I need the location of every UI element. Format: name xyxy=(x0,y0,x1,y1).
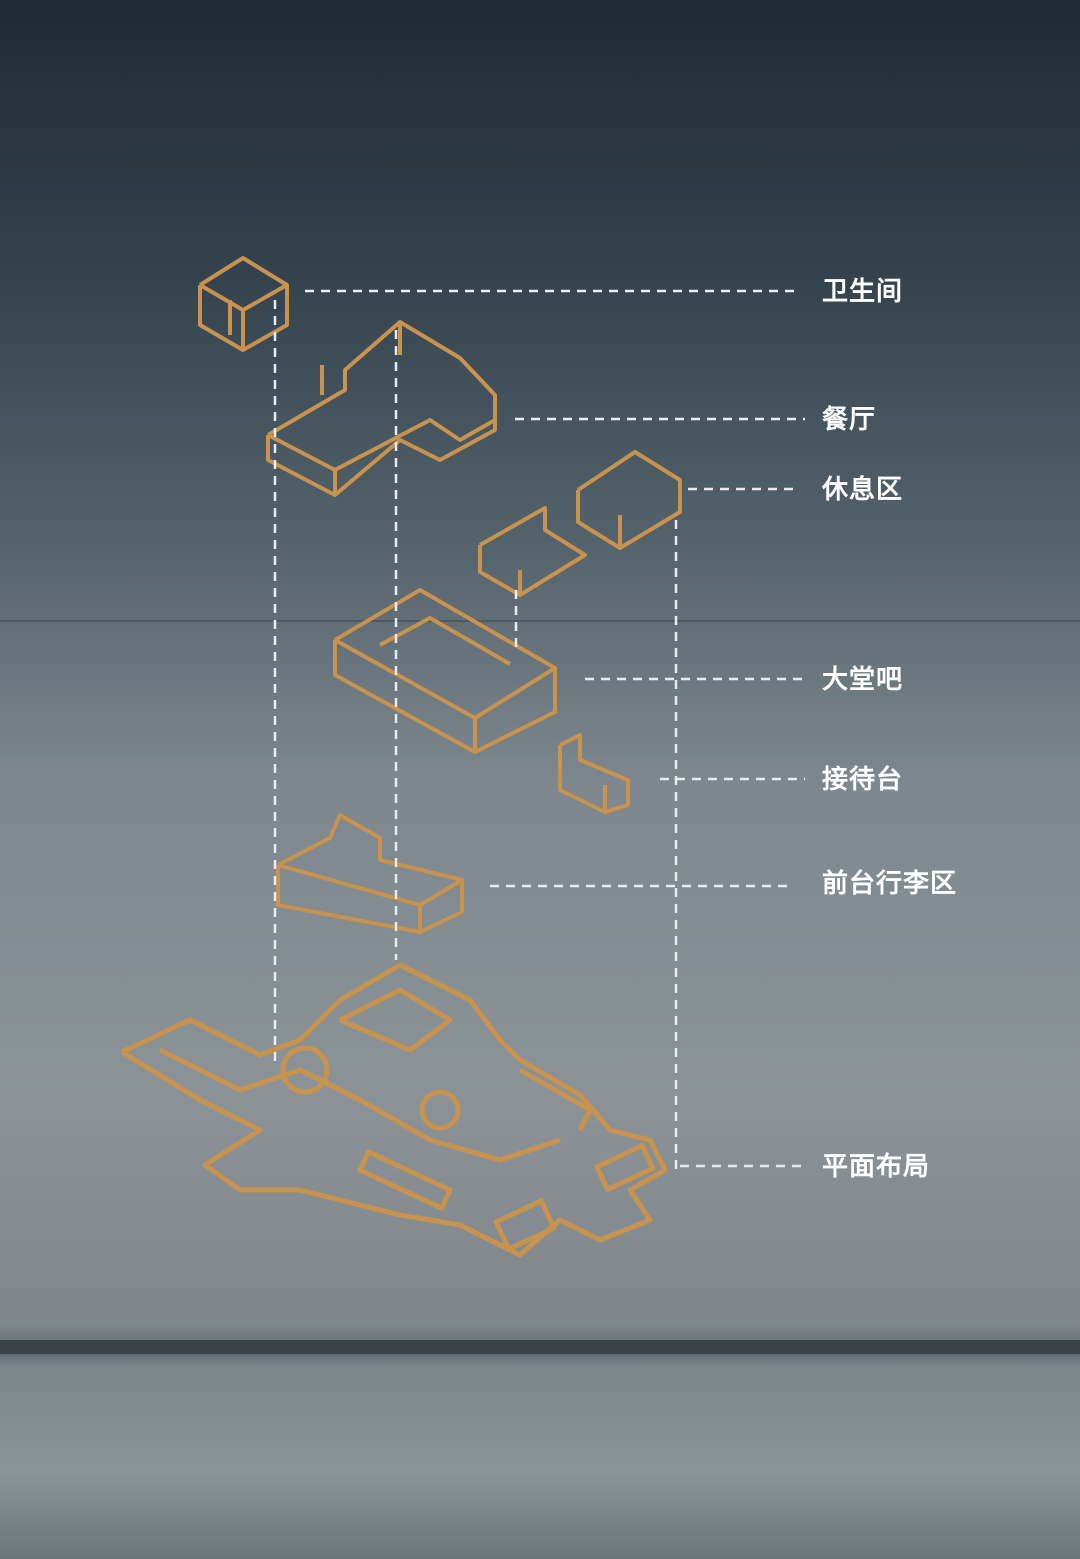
front-desk-luggage-volume xyxy=(276,813,464,934)
label-lobby-bar: 大堂吧 xyxy=(822,665,904,695)
label-lounge: 休息区 xyxy=(822,475,904,505)
wall-joint xyxy=(0,620,1080,622)
lobby-bar-volume xyxy=(333,588,557,754)
label-reception: 接待台 xyxy=(822,765,904,795)
label-restaurant: 餐厅 xyxy=(822,405,877,435)
floor-plan xyxy=(120,962,668,1258)
label-front-desk-luggage: 前台行李区 xyxy=(822,869,958,899)
leader-lines xyxy=(273,289,805,1175)
curb xyxy=(0,1340,1080,1354)
ground-floor xyxy=(0,1345,1080,1559)
lounge-volume xyxy=(478,450,682,597)
label-restroom: 卫生间 xyxy=(822,277,904,307)
reception-volume xyxy=(558,733,630,814)
restaurant-volume xyxy=(266,320,497,497)
label-floor-plan: 平面布局 xyxy=(822,1152,931,1182)
restroom-volume xyxy=(198,256,289,352)
